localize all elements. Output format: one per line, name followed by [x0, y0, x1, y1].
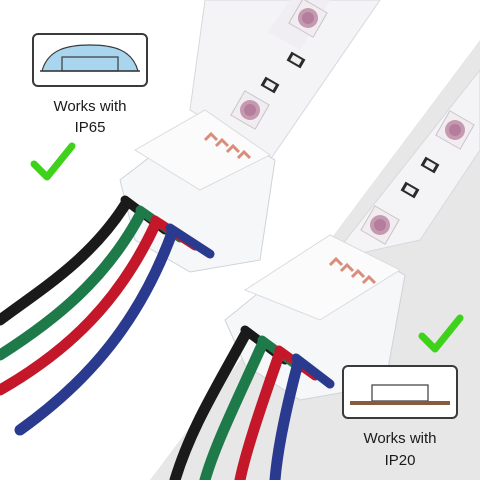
ip20-caption-line2: IP20: [384, 452, 416, 469]
ip65-caption-line2: IP65: [74, 119, 106, 136]
ip65-coated-strip-icon: [40, 44, 140, 72]
ip20-caption-line1: Works with: [363, 430, 437, 447]
led-strip-bottom: [328, 69, 480, 261]
ip20-bare-strip-icon: [350, 384, 450, 405]
checkmark-icon: [30, 142, 76, 181]
connector-bottom: [224, 234, 406, 401]
wires-top: [0, 199, 178, 436]
ip65-caption-line1: Works with: [53, 98, 127, 115]
led-strip-top: [189, 0, 381, 161]
ip20-icon-box: [342, 365, 458, 419]
ip65-icon-box: [32, 33, 148, 87]
wires-bottom: [169, 329, 304, 480]
checkmark-icon: [418, 314, 464, 353]
